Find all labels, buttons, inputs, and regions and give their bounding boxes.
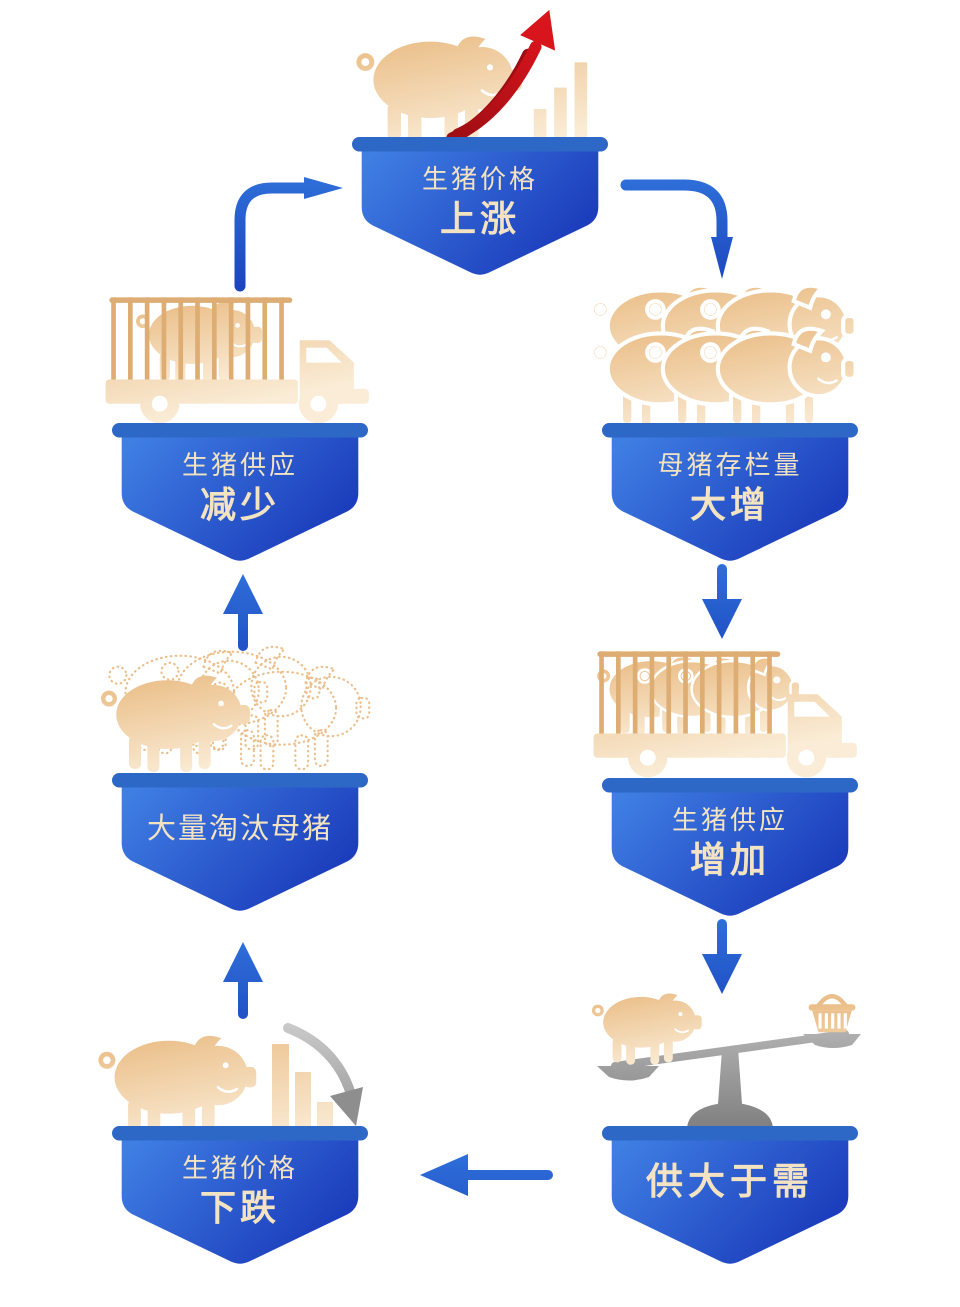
scale-right-pan bbox=[803, 1034, 861, 1048]
node-sow-inventory-up: 母猪存栏量 大增 bbox=[602, 423, 858, 567]
flow-arrow-cull-sows-to-supply-down bbox=[223, 574, 263, 651]
node-oversupply: 供大于需 bbox=[602, 1126, 858, 1270]
node-price-down: 生猪价格 下跌 bbox=[112, 1126, 368, 1270]
flow-arrow-price-down-to-cull-sows bbox=[223, 942, 263, 1019]
node-supply-down: 生猪供应 减少 bbox=[112, 423, 368, 567]
node-supply-up: 生猪供应 增加 bbox=[602, 778, 858, 922]
fall-arrow-icon bbox=[283, 1023, 363, 1126]
banner-ribbon bbox=[112, 773, 368, 917]
bar-chart-up-icon bbox=[533, 62, 588, 141]
bar-chart-down-icon bbox=[272, 1044, 333, 1126]
node-label-line2: 减少 bbox=[199, 484, 280, 525]
node-label-line2: 增加 bbox=[689, 839, 770, 880]
flow-arrow-price-up-to-sow-inventory bbox=[620, 179, 733, 279]
rising-price-chart-icon bbox=[446, 9, 588, 144]
node-label-line1: 生猪供应 bbox=[671, 805, 788, 835]
pig-herd-icon bbox=[588, 278, 868, 430]
flow-arrow-supply-up-to-oversupply bbox=[702, 919, 742, 994]
basket-icon bbox=[809, 996, 856, 1032]
node-cull-sows: 大量淘汰母猪 bbox=[112, 773, 368, 917]
flow-arrow-supply-down-to-price-up bbox=[234, 177, 343, 292]
pig-with-falling-chart-icon bbox=[97, 1023, 363, 1140]
pig-truck-icon bbox=[105, 297, 369, 424]
node-label-line1: 生猪价格 bbox=[421, 164, 538, 194]
node-label-line2: 大增 bbox=[689, 484, 770, 525]
node-label: 供大于需 bbox=[646, 1161, 814, 1202]
flow-arrow-sow-inventory-to-supply-up bbox=[702, 564, 742, 639]
flow-arrow-oversupply-to-price-down bbox=[420, 1154, 553, 1196]
cage-bars bbox=[597, 651, 781, 738]
pig-truck-icon bbox=[593, 651, 857, 778]
node-label-line2: 上涨 bbox=[439, 198, 520, 239]
node-label-line1: 生猪供应 bbox=[181, 450, 298, 480]
fading-pigs-icon bbox=[99, 645, 371, 774]
cage-bars bbox=[109, 297, 293, 384]
node-price-up: 生猪价格 上涨 bbox=[352, 137, 608, 281]
rise-arrow-icon bbox=[446, 9, 556, 144]
node-label: 大量淘汰母猪 bbox=[146, 813, 333, 845]
node-label-line1: 生猪价格 bbox=[181, 1153, 298, 1183]
scale-left-pan bbox=[597, 1066, 659, 1081]
unbalanced-scale-icon bbox=[591, 992, 861, 1130]
node-label-line1: 母猪存栏量 bbox=[657, 450, 803, 480]
node-label-line2: 下跌 bbox=[199, 1187, 280, 1228]
